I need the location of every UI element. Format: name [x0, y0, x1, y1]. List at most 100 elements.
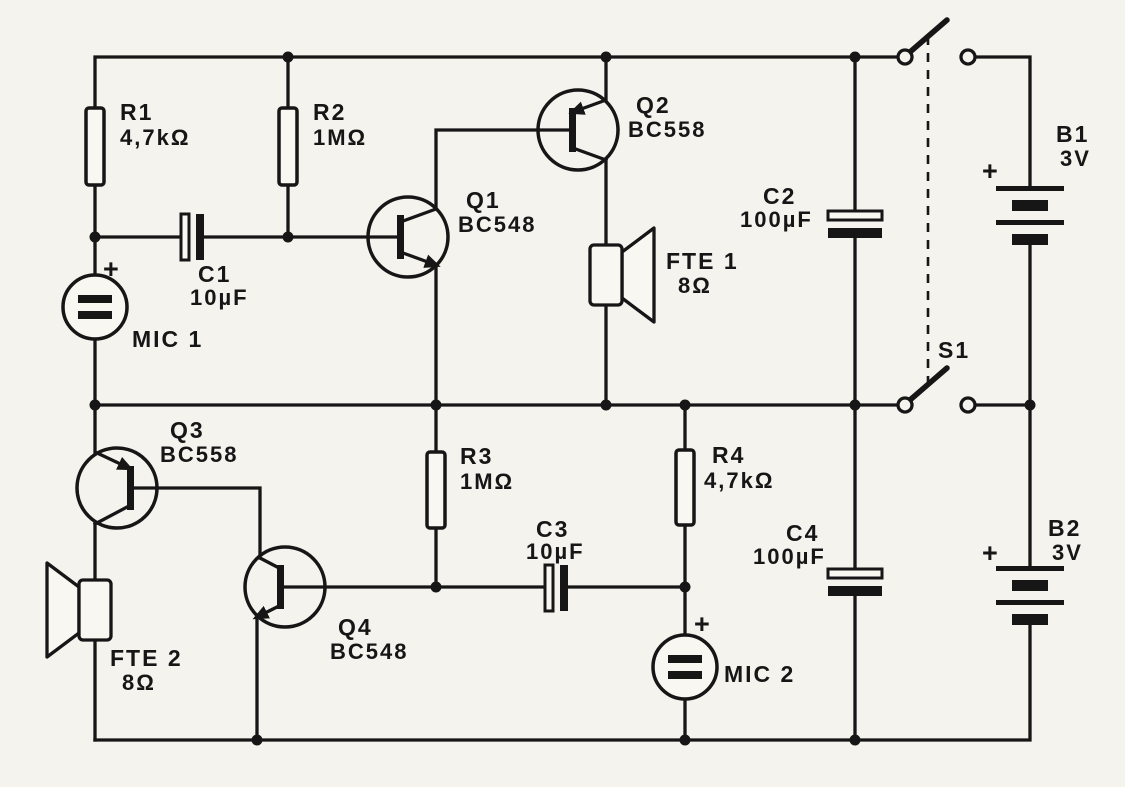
- battery-short-plate: [1012, 200, 1048, 211]
- junction-dot: [849, 399, 861, 411]
- capacitor-plate: [828, 586, 882, 596]
- b1-ref-label: B1: [1056, 121, 1089, 147]
- battery-long-plate: [996, 186, 1064, 191]
- transistor-circle: [75, 446, 159, 530]
- mic-element-bar: [668, 655, 702, 663]
- mic1-ref-label: MIC 1: [132, 326, 203, 352]
- q4-ref-label: Q4: [338, 614, 373, 640]
- transistor-circle: [366, 195, 450, 279]
- transistor-circle: [243, 545, 327, 629]
- emitter-arrow: [402, 251, 441, 268]
- mic2-ref-label: MIC 2: [724, 661, 795, 687]
- speaker-driver: [588, 243, 624, 307]
- fte2-ref-label: FTE 2: [110, 645, 183, 671]
- c2-value-label: 100µF: [740, 207, 813, 232]
- capacitor-c3: C3 10µF: [526, 516, 583, 613]
- battery-long-plate: [996, 220, 1064, 225]
- switch-terminal: [959, 48, 977, 66]
- resistor-r4: R4 4,7kΩ: [674, 442, 774, 527]
- c2-ref-label: C2: [763, 183, 796, 209]
- battery-b1: + B1 3V: [982, 121, 1091, 245]
- capacitor-plate: [543, 563, 555, 613]
- emitter-arrow: [94, 450, 134, 471]
- b1-value-label: 3V: [1060, 146, 1091, 171]
- mic2-polarity: +: [694, 609, 710, 639]
- junction-dot: [282, 51, 294, 63]
- c4-value-label: 100µF: [753, 544, 826, 569]
- resistor-r3: R3 1MΩ: [425, 443, 514, 530]
- speaker-horn: [620, 226, 656, 324]
- transistor-q4: Q4 BC548: [243, 545, 408, 664]
- speaker-driver: [77, 578, 113, 642]
- capacitor-c4: C4 100µF: [753, 520, 884, 596]
- transistor-base-bar: [277, 565, 284, 609]
- resistor-body: [277, 106, 299, 187]
- mic-element-bar: [78, 311, 112, 319]
- junction-dot: [89, 399, 101, 411]
- power-rails: [93, 55, 1032, 742]
- battery-long-plate: [996, 600, 1064, 605]
- resistor-r1: R1 4,7kΩ: [84, 99, 190, 187]
- r3-value-label: 1MΩ: [460, 469, 514, 494]
- b1-polarity: +: [982, 156, 998, 186]
- capacitor-c1: C1 10µF: [179, 212, 249, 310]
- r2-ref-label: R2: [313, 99, 346, 125]
- speaker-fte1: FTE 1 8Ω: [588, 226, 737, 324]
- mic1-polarity: +: [103, 254, 119, 284]
- b2-value-label: 3V: [1052, 540, 1083, 565]
- speaker-horn: [45, 561, 81, 659]
- mic-circle: [651, 633, 719, 701]
- r4-value-label: 4,7kΩ: [704, 468, 774, 493]
- junction-dot: [849, 51, 861, 63]
- capacitor-plate: [826, 209, 884, 222]
- junction-dot: [600, 51, 612, 63]
- transistor-circle: [536, 88, 620, 172]
- junction-dot: [89, 231, 101, 243]
- capacitor-plate: [179, 212, 191, 262]
- junction-dots: [89, 51, 1036, 746]
- r2-value-label: 1MΩ: [313, 125, 367, 150]
- junction-dot: [282, 231, 294, 243]
- battery-long-plate: [996, 566, 1064, 571]
- r1-value-label: 4,7kΩ: [120, 125, 190, 150]
- switch-terminal: [959, 396, 977, 414]
- transistor-base-bar: [397, 215, 404, 259]
- junction-dot: [1024, 399, 1036, 411]
- microphone-mic2: + MIC 2: [651, 609, 795, 701]
- junction-dot: [679, 399, 691, 411]
- junction-dot: [849, 734, 861, 746]
- junction-dot: [679, 734, 691, 746]
- junction-dot: [430, 399, 442, 411]
- bottom-section-wires: [92, 403, 857, 742]
- r3-ref-label: R3: [460, 443, 493, 469]
- c4-ref-label: C4: [786, 520, 819, 546]
- transistor-q3: Q3 BC558: [75, 417, 236, 530]
- q1-value-label: BC548: [458, 212, 536, 237]
- b2-polarity: +: [982, 538, 998, 568]
- battery-b2: + B2 3V: [982, 515, 1083, 625]
- fte2-value-label: 8Ω: [122, 670, 156, 695]
- transistor-base-bar: [569, 108, 576, 152]
- capacitor-plate: [560, 565, 568, 611]
- c1-value-label: 10µF: [190, 285, 249, 310]
- speaker-fte2: FTE 2 8Ω: [45, 561, 183, 695]
- resistor-body: [425, 450, 447, 530]
- emitter-arrow: [568, 98, 607, 115]
- c3-ref-label: C3: [536, 516, 569, 542]
- q4-value-label: BC548: [330, 639, 408, 664]
- microphone-mic1: + MIC 1: [61, 254, 203, 352]
- junction-dot: [679, 581, 691, 593]
- mic-element-bar: [668, 671, 702, 679]
- r1-ref-label: R1: [120, 99, 153, 125]
- top-section-wires: [93, 55, 857, 407]
- c1-ref-label: C1: [198, 261, 231, 287]
- transistor-q1: Q1 BC548: [366, 187, 536, 279]
- switch-terminal: [896, 48, 914, 66]
- q3-ref-label: Q3: [170, 417, 205, 443]
- junction-dot: [430, 581, 442, 593]
- fte1-value-label: 8Ω: [678, 273, 712, 298]
- battery-short-plate: [1012, 234, 1048, 245]
- r4-ref-label: R4: [712, 442, 745, 468]
